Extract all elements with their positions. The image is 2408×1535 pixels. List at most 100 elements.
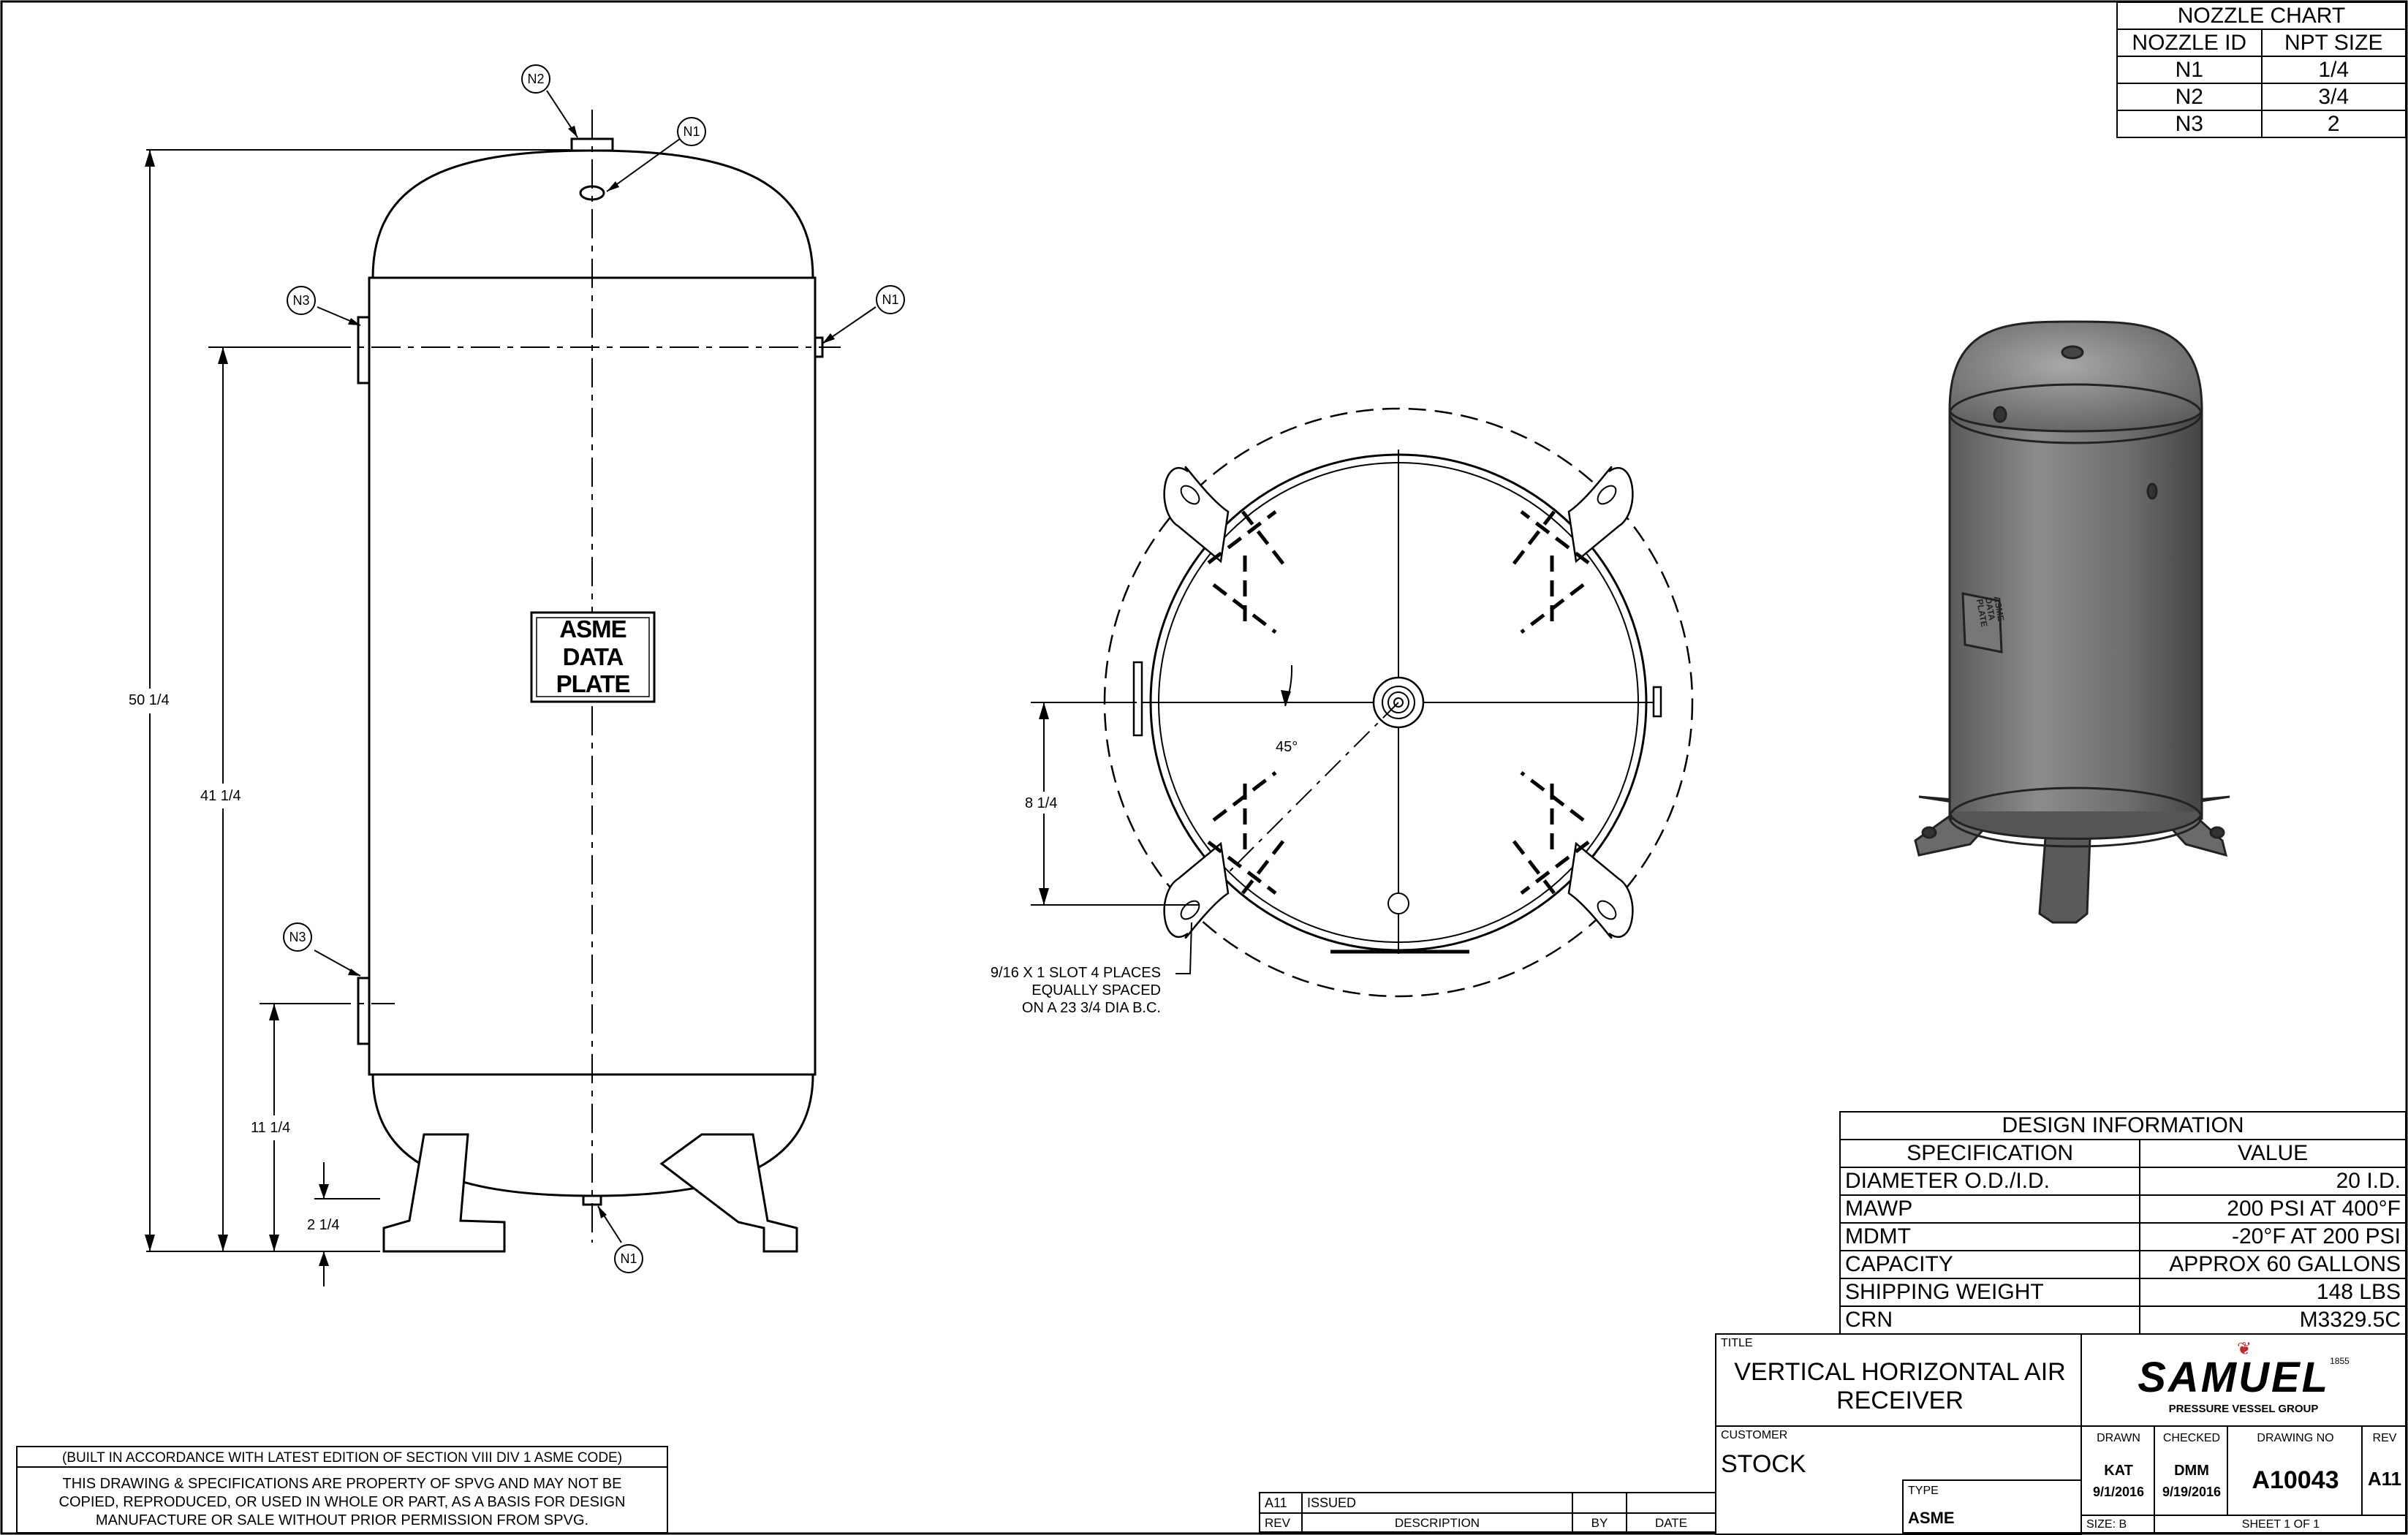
nozzle-id: N1 — [2116, 56, 2263, 84]
spec-name: SHIPPING WEIGHT — [1839, 1278, 2141, 1307]
samuel-logo: SAMUEL1855 — [2123, 1357, 2364, 1399]
callout-n1-bottom: N1 — [620, 1251, 637, 1266]
drawn-cell: DRAWN KAT 9/1/2016 — [2081, 1425, 2155, 1516]
checked-by: DMM — [2174, 1463, 2209, 1479]
samuel-logo-name: SAMUEL — [2138, 1354, 2331, 1401]
nozzle-chart-header-size: NPT SIZE — [2260, 29, 2407, 57]
nozzle-n3-lower — [357, 977, 371, 1045]
dimension-overall-height: 50 1/4 — [129, 692, 170, 708]
spec-name: DIAMETER O.D./I.D. — [1839, 1167, 2141, 1196]
data-plate-line-3: PLATE — [556, 670, 631, 697]
leg-left — [382, 1133, 506, 1253]
spec-name: CRN — [1839, 1305, 2141, 1335]
checked-date: 9/19/2016 — [2162, 1485, 2222, 1499]
dimension-upper-nozzle-height: 41 1/4 — [200, 788, 241, 804]
sheet-cell: SHEET 1 OF 1 — [2154, 1515, 2407, 1534]
spec-value: -20°F AT 200 PSI — [2139, 1222, 2407, 1251]
type-label: TYPE — [1908, 1485, 1939, 1497]
nozzle-chart: NOZZLE CHART NOZZLE ID NPT SIZE N1 1/4 N… — [2116, 1, 2407, 138]
revision-header-rev: REV — [1259, 1512, 1303, 1533]
logo-cell: SAMUEL1855 ❦ PRESSURE VESSEL GROUP — [2081, 1333, 2407, 1427]
nozzle-size: 1/4 — [2260, 56, 2407, 84]
table-row: A11 ISSUED — [1259, 1492, 1716, 1514]
data-plate-frame — [530, 611, 656, 703]
table-row: N1 1/4 — [2116, 56, 2407, 84]
customer-label: CUSTOMER — [1721, 1429, 1788, 1441]
samuel-logo-sub: PRESSURE VESSEL GROUP — [2168, 1403, 2319, 1415]
revision-block: A11 ISSUED REV DESCRIPTION BY DATE — [1259, 1492, 1716, 1533]
dimension-lower-nozzle-height: 11 1/4 — [251, 1120, 291, 1136]
callout-n3-upper: N3 — [292, 293, 310, 308]
code-note-text: (BUILT IN ACCORDANCE WITH LATEST EDITION… — [61, 1450, 623, 1466]
revision-header-description: DESCRIPTION — [1301, 1512, 1573, 1533]
spec-name: MDMT — [1839, 1222, 2141, 1251]
drawing-no-label: DRAWING NO — [2257, 1432, 2334, 1444]
title-label: TITLE — [1721, 1337, 1753, 1349]
type-cell: TYPE ASME — [1902, 1479, 2082, 1534]
iso-view — [1914, 320, 2230, 924]
data-plate-line-1: ASME — [559, 615, 626, 643]
callout-n1-side: N1 — [882, 292, 899, 307]
callout-n2: N2 — [527, 72, 545, 86]
dimension-ground-clearance: 2 1/4 — [307, 1217, 340, 1233]
spec-name: MAWP — [1839, 1194, 2141, 1224]
drawing-title-line-1: VERTICAL HORIZONTAL AIR — [1734, 1358, 2066, 1386]
rev-value: A11 — [2367, 1468, 2402, 1490]
revision-rev: A11 — [1259, 1492, 1303, 1514]
spec-value: 20 I.D. — [2139, 1167, 2407, 1196]
spec-value: M3329.5C — [2139, 1305, 2407, 1335]
table-row: MDMT-20°F AT 200 PSI — [1839, 1222, 2407, 1251]
design-info-title: DESIGN INFORMATION — [1839, 1111, 2407, 1140]
property-note-line-2: COPIED, REPRODUCED, OR USED IN WHOLE OR … — [58, 1494, 626, 1510]
rev-cell: REV A11 — [2361, 1425, 2407, 1516]
revision-header-date: DATE — [1626, 1512, 1716, 1533]
drawn-date: 9/1/2016 — [2092, 1485, 2145, 1499]
spec-value: 148 LBS — [2139, 1278, 2407, 1307]
slot-note-line-2: EQUALLY SPACED — [1031, 982, 1161, 998]
code-note: (BUILT IN ACCORDANCE WITH LATEST EDITION… — [16, 1446, 668, 1468]
property-note: THIS DRAWING & SPECIFICATIONS ARE PROPER… — [16, 1466, 668, 1534]
callout-n1-top: N1 — [683, 124, 700, 139]
table-row: DIAMETER O.D./I.D.20 I.D. — [1839, 1167, 2407, 1196]
data-plate-line-2: DATA — [562, 643, 624, 670]
table-row: N3 2 — [2116, 110, 2407, 138]
angle-label: 45° — [1276, 739, 1298, 755]
nozzle-chart-header-id: NOZZLE ID — [2116, 29, 2263, 57]
samuel-logo-since: 1855 — [2330, 1356, 2350, 1366]
drawing-no: A10043 — [2252, 1466, 2339, 1494]
size-cell: SIZE: B — [2081, 1515, 2155, 1534]
slot-note-line-1: 9/16 X 1 SLOT 4 PLACES — [990, 965, 1161, 981]
design-info-header-spec: SPECIFICATION — [1839, 1139, 2141, 1168]
nozzle-chart-title: NOZZLE CHART — [2116, 1, 2407, 30]
table-row: N2 3/4 — [2116, 83, 2407, 111]
nozzle-size: 2 — [2260, 110, 2407, 138]
nozzle-size: 3/4 — [2260, 83, 2407, 111]
spec-value: 200 PSI AT 400°F — [2139, 1194, 2407, 1224]
dimension-slot-offset: 8 1/4 — [1025, 795, 1058, 811]
spec-value: APPROX 60 GALLONS — [2139, 1250, 2407, 1279]
property-note-line-1: THIS DRAWING & SPECIFICATIONS ARE PROPER… — [62, 1476, 622, 1492]
revision-description: ISSUED — [1301, 1492, 1573, 1514]
revision-date — [1626, 1492, 1716, 1514]
checked-label: CHECKED — [2162, 1432, 2221, 1444]
design-information-table: DESIGN INFORMATION SPECIFICATION VALUE D… — [1839, 1111, 2407, 1335]
title-block: TITLE VERTICAL HORIZONTAL AIR RECEIVER S… — [1715, 1333, 2407, 1535]
drawn-by: KAT — [2104, 1463, 2133, 1479]
callout-n3-lower: N3 — [289, 930, 306, 944]
design-info-header-value: VALUE — [2139, 1139, 2407, 1168]
drawn-label: DRAWN — [2097, 1432, 2140, 1444]
nozzle-id: N3 — [2116, 110, 2263, 138]
checked-cell: CHECKED DMM 9/19/2016 — [2154, 1425, 2228, 1516]
revision-by — [1572, 1492, 1627, 1514]
slot-note-line-3: ON A 23 3/4 DIA B.C. — [1021, 1000, 1161, 1016]
rev-label: REV — [2372, 1432, 2397, 1444]
title-cell: TITLE VERTICAL HORIZONTAL AIR RECEIVER — [1715, 1333, 2082, 1427]
type-value: ASME — [1908, 1509, 1955, 1527]
spec-name: CAPACITY — [1839, 1250, 2141, 1279]
